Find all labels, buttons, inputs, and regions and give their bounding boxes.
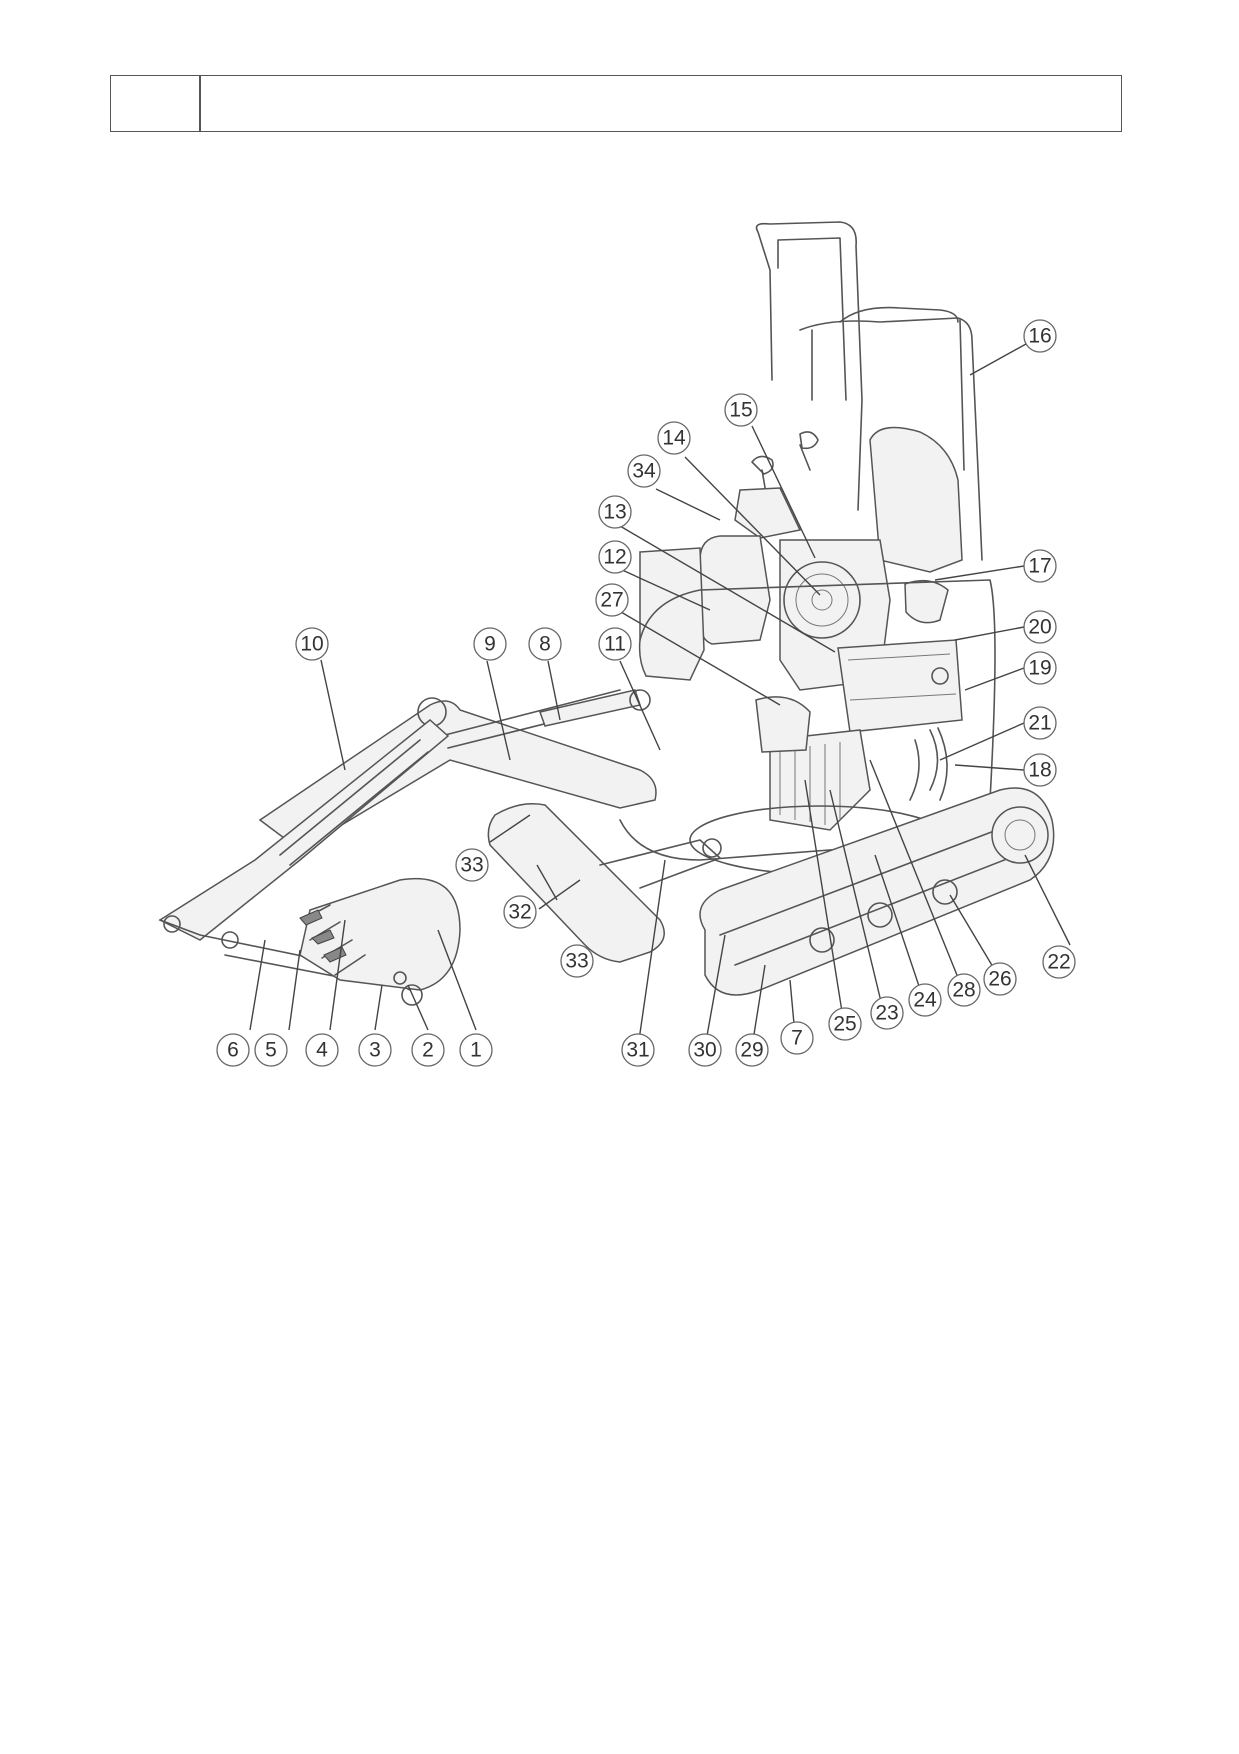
callout-5[interactable]: 5 bbox=[254, 1033, 288, 1067]
callout-17[interactable]: 17 bbox=[1023, 549, 1057, 583]
callout-32[interactable]: 32 bbox=[503, 895, 537, 929]
upper-frame bbox=[619, 579, 996, 861]
arm bbox=[158, 719, 450, 941]
callout-17-label: 17 bbox=[1028, 555, 1051, 578]
callout-30-label: 30 bbox=[693, 1039, 716, 1062]
callout-33a[interactable]: 33 bbox=[455, 848, 489, 882]
rops-frame bbox=[755, 221, 983, 561]
callout-21-label: 21 bbox=[1028, 712, 1051, 735]
callout-16[interactable]: 16 bbox=[1023, 319, 1057, 353]
header-table bbox=[110, 75, 1122, 132]
callout-24-label: 24 bbox=[913, 989, 937, 1012]
callout-30[interactable]: 30 bbox=[688, 1033, 722, 1067]
callout-18[interactable]: 18 bbox=[1023, 753, 1057, 787]
callout-27-label: 27 bbox=[600, 589, 623, 612]
callout-27[interactable]: 27 bbox=[595, 583, 629, 617]
header-divider bbox=[199, 76, 201, 131]
callout-23[interactable]: 23 bbox=[870, 996, 904, 1030]
callout-14-label: 14 bbox=[662, 427, 686, 450]
callout-7[interactable]: 7 bbox=[780, 1021, 814, 1055]
callout-20[interactable]: 20 bbox=[1023, 610, 1057, 644]
callout-13-label: 13 bbox=[603, 501, 626, 524]
rops-crossbar bbox=[839, 306, 959, 323]
callout-12-label: 12 bbox=[603, 546, 626, 569]
callout-11-label: 11 bbox=[604, 633, 626, 656]
callout-19-label: 19 bbox=[1028, 657, 1051, 680]
callout-22[interactable]: 22 bbox=[1042, 945, 1076, 979]
callout-9[interactable]: 9 bbox=[473, 627, 507, 661]
arm-cylinder bbox=[279, 739, 429, 866]
callout-34[interactable]: 34 bbox=[627, 454, 661, 488]
callout-16-label: 16 bbox=[1028, 325, 1051, 348]
callout-18-label: 18 bbox=[1028, 759, 1051, 782]
callout-26[interactable]: 26 bbox=[983, 962, 1017, 996]
battery-box bbox=[837, 639, 963, 733]
leader-lines bbox=[249, 343, 1071, 1048]
callout-3-label: 3 bbox=[369, 1039, 381, 1062]
callout-15[interactable]: 15 bbox=[724, 393, 758, 427]
air-filter bbox=[904, 579, 949, 624]
callout-2-label: 2 bbox=[422, 1039, 434, 1062]
callout-31-label: 31 bbox=[626, 1039, 649, 1062]
callout-7-label: 7 bbox=[791, 1027, 803, 1050]
callout-8-label: 8 bbox=[539, 633, 551, 656]
callout-2[interactable]: 2 bbox=[411, 1033, 445, 1067]
track-assembly bbox=[699, 787, 1055, 996]
callout-21[interactable]: 21 bbox=[1023, 706, 1057, 740]
callout-10-label: 10 bbox=[300, 633, 323, 656]
callout-33a-label: 33 bbox=[460, 854, 483, 877]
callout-6[interactable]: 6 bbox=[216, 1033, 250, 1067]
callout-32-label: 32 bbox=[508, 901, 531, 924]
callout-24[interactable]: 24 bbox=[908, 983, 942, 1017]
callout-14[interactable]: 14 bbox=[657, 421, 691, 455]
callout-5-label: 5 bbox=[265, 1039, 277, 1062]
idler-wheel bbox=[991, 806, 1049, 864]
callout-34-label: 34 bbox=[632, 460, 656, 483]
callout-31[interactable]: 31 bbox=[621, 1033, 655, 1067]
callout-12[interactable]: 12 bbox=[598, 540, 632, 574]
callout-15-label: 15 bbox=[729, 399, 752, 422]
joystick-console bbox=[734, 487, 802, 539]
callout-19[interactable]: 19 bbox=[1023, 651, 1057, 685]
callout-29[interactable]: 29 bbox=[735, 1033, 769, 1067]
control-lever-right bbox=[799, 431, 819, 471]
callout-33b[interactable]: 33 bbox=[560, 944, 594, 978]
callout-10[interactable]: 10 bbox=[295, 627, 329, 661]
callout-4[interactable]: 4 bbox=[305, 1033, 339, 1067]
callout-11[interactable]: 11 bbox=[598, 627, 632, 661]
bucket bbox=[299, 877, 461, 991]
callout-6-label: 6 bbox=[227, 1039, 239, 1062]
callout-9-label: 9 bbox=[484, 633, 496, 656]
callout-26-label: 26 bbox=[988, 968, 1011, 991]
callout-25-label: 25 bbox=[833, 1013, 856, 1036]
callout-20-label: 20 bbox=[1028, 616, 1051, 639]
callout-28[interactable]: 28 bbox=[947, 973, 981, 1007]
callout-25[interactable]: 25 bbox=[828, 1007, 862, 1041]
callout-1-label: 1 bbox=[470, 1039, 482, 1062]
callout-22-label: 22 bbox=[1047, 951, 1070, 974]
callout-23-label: 23 bbox=[875, 1002, 898, 1025]
callout-33b-label: 33 bbox=[565, 950, 588, 973]
hose-bundle bbox=[909, 727, 948, 801]
operator-seat bbox=[869, 426, 963, 573]
callout-28-label: 28 bbox=[952, 979, 975, 1002]
callout-3[interactable]: 3 bbox=[358, 1033, 392, 1067]
rotary-joint bbox=[755, 696, 811, 753]
dozer-arm bbox=[599, 839, 721, 889]
callout-8[interactable]: 8 bbox=[528, 627, 562, 661]
callout-13[interactable]: 13 bbox=[598, 495, 632, 529]
hydraulic-tank bbox=[638, 547, 705, 681]
radiator-fan bbox=[783, 561, 861, 639]
callout-4-label: 4 bbox=[316, 1039, 328, 1062]
callout-29-label: 29 bbox=[740, 1039, 763, 1062]
callout-1[interactable]: 1 bbox=[459, 1033, 493, 1067]
